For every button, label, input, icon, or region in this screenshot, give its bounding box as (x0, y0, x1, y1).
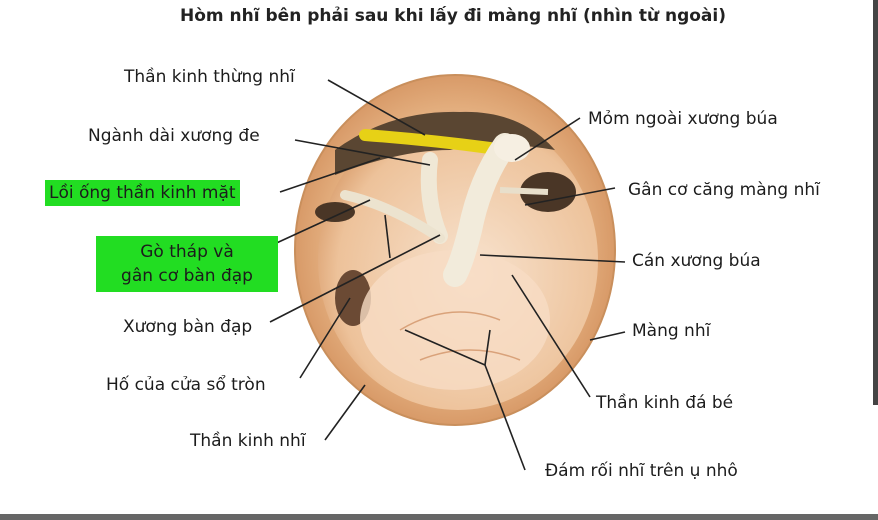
label-tympanic-membrane: Màng nhĩ (632, 321, 711, 341)
diagram-title: Hòm nhĩ bên phải sau khi lấy đi màng nhĩ… (180, 6, 726, 26)
oval-window-pit (315, 202, 355, 222)
label-round-window: Hố của cửa sổ tròn (106, 375, 266, 395)
plexus-lines (399, 311, 521, 361)
label-lateral-process-malleus: Mỏm ngoài xương búa (588, 109, 778, 129)
label-pyramid-tendon: Gò tháp và gân cơ bàn đạp (96, 236, 278, 292)
label-pyramid-line2: gân cơ bàn đạp (121, 266, 253, 286)
label-chorda-tympani: Thần kinh thừng nhĩ (124, 67, 295, 87)
label-lesser-petrosal: Thần kinh đá bé (596, 393, 734, 413)
tensor-tendon (499, 187, 549, 195)
label-tensor-tympani-tendon: Gân cơ căng màng nhĩ (628, 180, 820, 200)
chorda-tympani (359, 129, 496, 154)
frame-edge-right (873, 0, 878, 405)
frame-edge-bottom (0, 514, 878, 520)
malleus-handle (443, 133, 517, 287)
malleus-lateral-process (494, 134, 530, 162)
stapes (340, 190, 445, 243)
label-pyramid-line1: Gò tháp và (140, 242, 234, 262)
label-stapes: Xương bàn đạp (123, 317, 253, 337)
label-handle-malleus: Cán xương búa (632, 251, 761, 271)
incus-long-process (420, 152, 448, 244)
label-tympanic-plexus: Đám rối nhĩ trên ụ nhô (545, 461, 738, 481)
leader-lines (269, 79, 626, 471)
label-long-process-incus: Ngành dài xương đe (88, 126, 260, 146)
frame-corner (858, 405, 878, 520)
label-facial-canal: Lồi ống thần kinh mặt (45, 180, 240, 206)
label-tympanic-nerve: Thần kinh nhĩ (190, 431, 306, 451)
